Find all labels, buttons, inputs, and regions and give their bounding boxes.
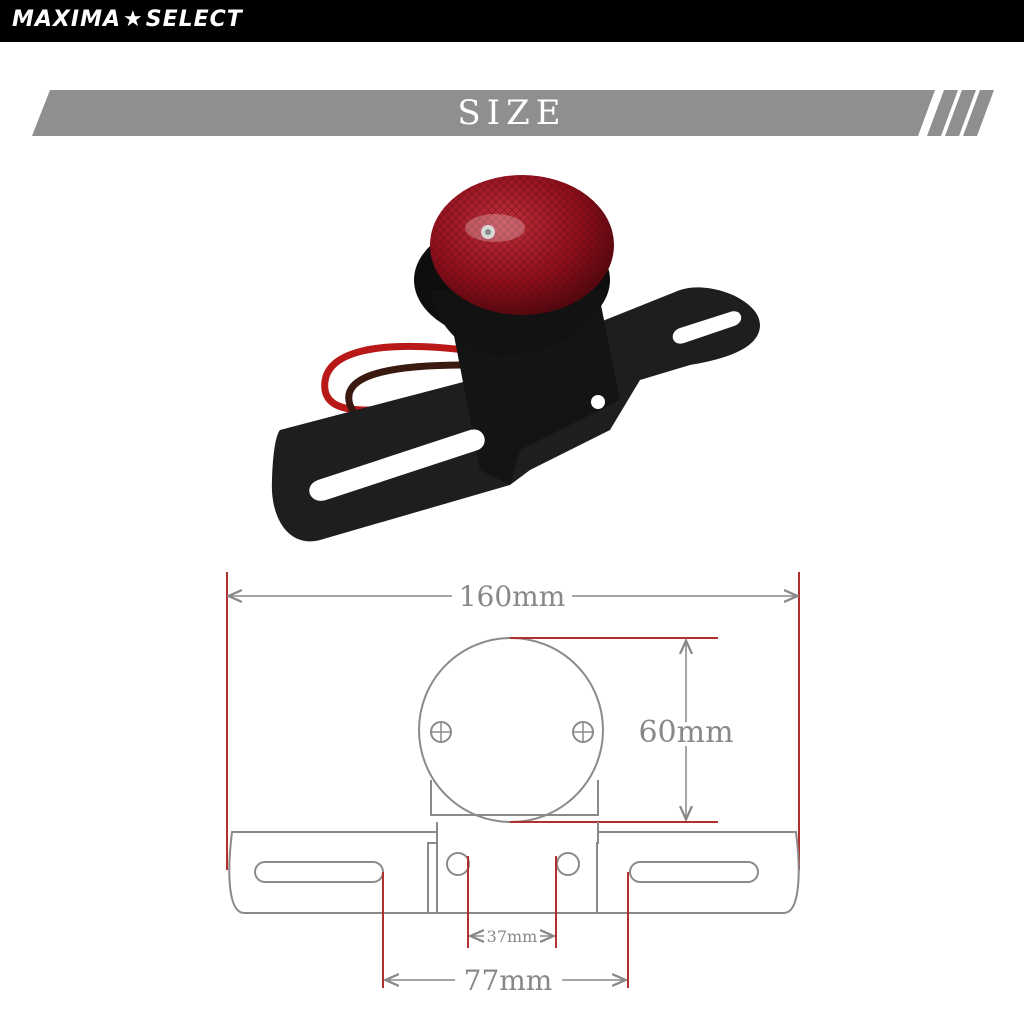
section-title: SIZE [457,93,567,133]
lamp-outline [418,637,604,823]
header-bar: MAXIMA★SELECT [0,0,1024,42]
bracket-left-outline [228,831,438,914]
slot-left [309,429,485,501]
slot-spacing-label: 77mm [464,964,553,997]
slot-right [672,311,742,344]
star-icon: ★ [123,7,144,32]
section-banner [32,90,994,136]
brand-name-right: SELECT [145,7,243,32]
overall-width-label: 160mm [459,580,566,613]
tail-light-product-image [271,175,760,542]
hole-spacing-label: 37mm [487,927,538,946]
brand-name-left: MAXIMA [12,7,121,32]
brand-logo: MAXIMA★SELECT [12,6,243,34]
hole-outline-right [556,852,580,876]
lamp-diameter-label: 60mm [638,715,733,750]
slot-outline-right [629,861,759,883]
slot-outline-left [254,861,384,883]
hole-outline-left [446,852,470,876]
mount-hole [591,395,605,409]
dimension-diagram: 160mm 60mm 37mm 77mm [226,572,800,997]
